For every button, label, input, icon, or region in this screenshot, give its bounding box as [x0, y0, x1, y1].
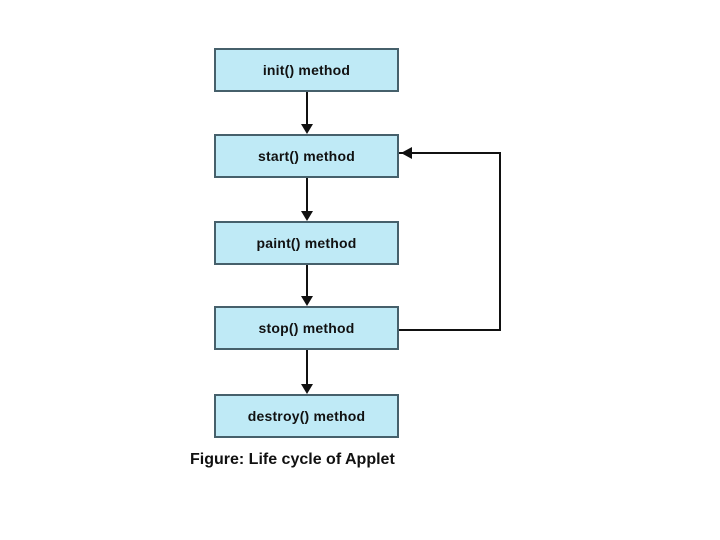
- arrow-shaft: [305, 92, 308, 124]
- flow-node-start: start() method: [214, 134, 399, 178]
- arrow-stop-to-destroy: [300, 350, 313, 394]
- arrow-shaft: [305, 350, 308, 384]
- arrow-shaft: [305, 178, 308, 211]
- flow-node-paint-label: paint() method: [256, 235, 357, 251]
- flow-node-stop: stop() method: [214, 306, 399, 350]
- feedback-loop-stop-to-start: [399, 152, 501, 331]
- arrow-paint-to-stop: [300, 265, 313, 306]
- flow-node-destroy: destroy() method: [214, 394, 399, 438]
- flow-node-stop-label: stop() method: [258, 320, 355, 336]
- flow-node-init: init() method: [214, 48, 399, 92]
- arrow-down-head-icon: [300, 384, 313, 394]
- arrow-down-head-icon: [300, 211, 313, 221]
- flow-node-paint: paint() method: [214, 221, 399, 265]
- arrow-down-head-icon: [300, 124, 313, 134]
- arrow-start-to-paint: [300, 178, 313, 221]
- arrow-left-head-icon: [401, 147, 412, 159]
- arrow-init-to-start: [300, 92, 313, 134]
- flow-node-destroy-label: destroy() method: [247, 408, 366, 424]
- flow-node-start-label: start() method: [258, 148, 355, 164]
- figure-caption: Figure: Life cycle of Applet: [190, 451, 395, 468]
- arrow-down-head-icon: [300, 296, 313, 306]
- arrow-shaft: [305, 265, 308, 296]
- flow-node-init-label: init() method: [262, 62, 351, 78]
